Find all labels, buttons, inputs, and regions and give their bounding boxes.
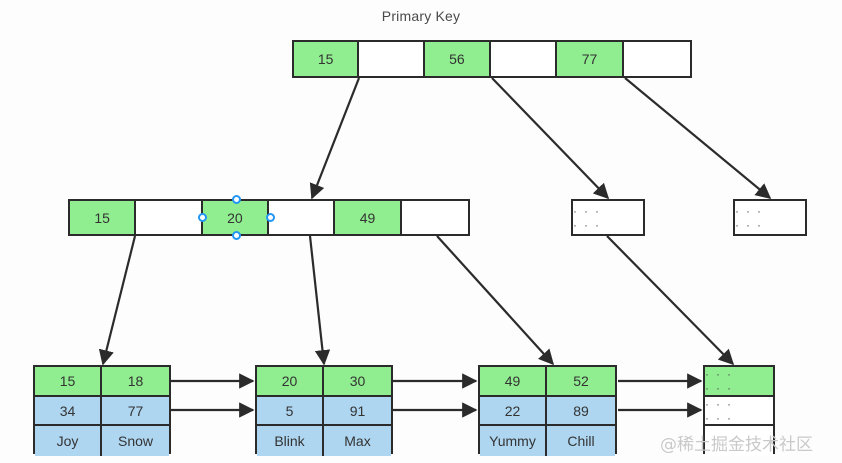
leaf-2-key-1[interactable]: 30 xyxy=(324,367,391,395)
leaf-4-name-0[interactable] xyxy=(705,426,773,456)
leaf-1-key-0[interactable]: 15 xyxy=(35,367,102,395)
leaf-row-values: 34 77 xyxy=(35,397,169,426)
leaf-row-names xyxy=(705,426,773,456)
leaf-3-name-1[interactable]: Chill xyxy=(547,426,615,456)
leaf-node-2[interactable]: 20 30 5 91 Blink Max xyxy=(255,365,393,456)
leaf-row-values: ··· ··· xyxy=(705,397,773,426)
leaf-row-names: Yummy Chill xyxy=(480,426,615,456)
leaf-row-values: 5 91 xyxy=(257,397,391,426)
edge-internal-to-leaf-3 xyxy=(436,235,555,366)
edge-internal-to-leaf-1 xyxy=(98,235,137,366)
diagram-title: Primary Key xyxy=(381,8,461,24)
leaf-row-names: Joy Snow xyxy=(35,426,169,456)
leaf-row-keys: ··· ··· xyxy=(705,367,773,397)
stub-node-1[interactable]: ··· ··· xyxy=(571,199,645,236)
leaf-row-names: Blink Max xyxy=(257,426,391,456)
leaf-1-value-0[interactable]: 34 xyxy=(35,397,102,424)
root-cell-0[interactable]: 15 xyxy=(294,42,360,76)
stub-node-2[interactable]: ··· ··· xyxy=(733,199,807,236)
leaf-1-key-1[interactable]: 18 xyxy=(102,367,169,395)
internal-node[interactable]: 15 20 49 xyxy=(68,199,470,236)
internal-cell-4[interactable]: 49 xyxy=(335,201,402,234)
leaf-row-keys: 49 52 xyxy=(480,367,615,397)
selection-handle-top[interactable] xyxy=(232,195,241,204)
root-cell-2[interactable]: 56 xyxy=(424,42,492,76)
root-cell-1[interactable] xyxy=(359,42,425,76)
leaf-row-keys: 15 18 xyxy=(35,367,169,397)
internal-cell-1[interactable] xyxy=(136,201,203,234)
leaf-node-1[interactable]: 15 18 34 77 Joy Snow xyxy=(33,365,171,456)
leaf-row-keys: 20 30 xyxy=(257,367,391,397)
edge-root-to-stub-2 xyxy=(624,77,772,199)
root-cell-4[interactable]: 77 xyxy=(557,42,624,76)
selection-handle-right[interactable] xyxy=(266,213,275,222)
leaf-3-name-0[interactable]: Yummy xyxy=(480,426,547,456)
leaf-4-key-0[interactable]: ··· ··· xyxy=(705,367,773,395)
leaf-1-name-0[interactable]: Joy xyxy=(35,426,102,456)
leaf-4-value-0[interactable]: ··· ··· xyxy=(705,397,773,425)
root-node[interactable]: 15 56 77 xyxy=(292,40,692,78)
selection-handle-left[interactable] xyxy=(198,213,207,222)
leaf-3-value-1[interactable]: 89 xyxy=(547,397,615,424)
root-cell-3[interactable] xyxy=(491,42,558,76)
leaf-2-name-1[interactable]: Max xyxy=(324,426,391,456)
edge-root-to-internal xyxy=(309,77,361,200)
leaf-2-name-0[interactable]: Blink xyxy=(257,426,324,456)
internal-cell-3[interactable] xyxy=(269,201,336,234)
watermark: @稀土掘金技术社区 xyxy=(660,435,813,455)
internal-cell-2-selected[interactable]: 20 xyxy=(202,201,270,234)
leaf-1-name-1[interactable]: Snow xyxy=(102,426,169,456)
internal-cell-5[interactable] xyxy=(401,201,469,234)
leaf-2-value-1[interactable]: 91 xyxy=(324,397,391,424)
leaf-2-value-0[interactable]: 5 xyxy=(257,397,324,424)
edge-root-to-stub-1 xyxy=(491,77,610,200)
selection-handle-bottom[interactable] xyxy=(232,231,241,240)
leaf-node-3[interactable]: 49 52 22 89 Yummy Chill xyxy=(478,365,617,456)
leaf-1-value-1[interactable]: 77 xyxy=(102,397,169,424)
internal-cell-0[interactable]: 15 xyxy=(70,201,137,234)
leaf-3-key-0[interactable]: 49 xyxy=(480,367,547,395)
leaf-3-key-1[interactable]: 52 xyxy=(547,367,615,395)
leaf-row-values: 22 89 xyxy=(480,397,615,426)
edge-internal-to-leaf-2 xyxy=(308,235,331,366)
leaf-node-4[interactable]: ··· ··· ··· ··· xyxy=(703,365,775,456)
edge-internal-to-leaf-4 xyxy=(606,235,735,366)
root-cell-5[interactable] xyxy=(623,42,690,76)
leaf-3-value-0[interactable]: 22 xyxy=(480,397,547,424)
leaf-2-key-0[interactable]: 20 xyxy=(257,367,324,395)
